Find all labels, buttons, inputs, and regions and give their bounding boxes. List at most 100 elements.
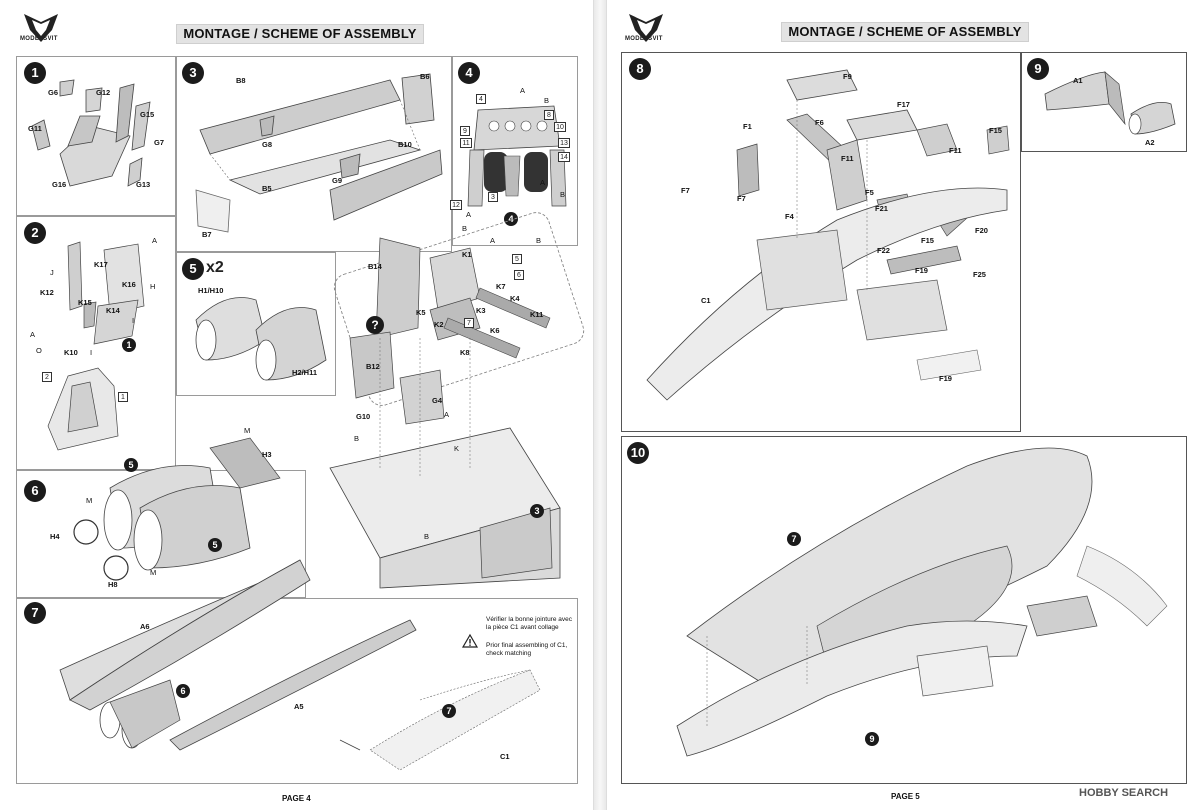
- step-2-label-a1: A: [152, 236, 158, 245]
- step-8-frame: [621, 52, 1021, 432]
- step-7-note-en: Prior final assembling of C1, check matc…: [486, 642, 568, 657]
- step-7-note-fr: Vérifier la bonne jointure avec la pièce…: [486, 616, 572, 631]
- step-4-label-b4: B: [536, 236, 542, 245]
- label-f15-mid: F15: [921, 236, 934, 245]
- label-c1-right: C1: [701, 296, 711, 305]
- label-f5: F5: [865, 188, 874, 197]
- step-4-instrument-panel-drawing: [467, 105, 567, 207]
- ref-box-5: 5: [512, 254, 522, 264]
- step-9-frame: [1021, 52, 1187, 152]
- step-10-ref-9: 9: [865, 732, 879, 746]
- step-5-number: 5: [182, 258, 204, 280]
- watermark-text: HOBBY SEARCH: [1079, 787, 1169, 799]
- step-1-frame: [16, 56, 176, 216]
- label-f20: F20: [975, 226, 988, 235]
- step-1-seat-drawing: [31, 79, 151, 187]
- header-bar-right: MONTAGE / SCHEME OF ASSEMBLY: [781, 22, 1029, 42]
- step-5-exhaust-drawing: [195, 297, 327, 381]
- ref-box-9: 9: [460, 126, 470, 136]
- label-k5: K5: [416, 308, 426, 317]
- label-a6: A6: [140, 622, 150, 631]
- step-10-frame: [621, 436, 1187, 784]
- page-5: MODELSVIT MONTAGE / SCHEME OF ASSEMBLY 8…: [606, 0, 1200, 810]
- label-k17: K17: [94, 260, 108, 269]
- label-b14: B14: [368, 262, 382, 271]
- label-g16: G16: [52, 180, 67, 189]
- step-5-multiplier: x2: [206, 259, 224, 276]
- label-g9: G9: [332, 176, 343, 185]
- step-4-label-a1: A: [520, 86, 526, 95]
- label-g15: G15: [140, 110, 155, 119]
- ref-box-14: 14: [558, 152, 570, 162]
- label-g7: G7: [154, 138, 165, 147]
- label-k8: K8: [460, 348, 470, 357]
- label-g12: G12: [96, 88, 111, 97]
- step-4-frame: [452, 56, 578, 246]
- step-4-label-a2: A: [540, 178, 546, 187]
- label-k6: K6: [490, 326, 500, 335]
- step-7-c1-detail-drawing: [339, 669, 541, 771]
- label-k12: K12: [40, 288, 54, 297]
- label-f11-mid: F11: [841, 154, 854, 163]
- step-4-label-a4: A: [490, 236, 496, 245]
- binding-gutter: [594, 0, 606, 810]
- step-10-final-assembly-drawing: [676, 447, 1168, 757]
- label-h3: H3: [262, 450, 272, 459]
- step-3-number: 3: [182, 62, 204, 84]
- label-f1: F1: [743, 122, 752, 131]
- label-f17: F17: [897, 100, 910, 109]
- label-h8: H8: [108, 580, 118, 589]
- step-2-label-o: O: [36, 346, 42, 355]
- label-g4: G4: [432, 396, 443, 405]
- label-f7-b: F7: [737, 194, 746, 203]
- ref-box-6: 6: [514, 270, 524, 280]
- warning-icon: [461, 633, 479, 648]
- cockpit-label-b1: B: [354, 434, 360, 443]
- ref-box-12: 12: [450, 200, 462, 210]
- label-c1-left: C1: [500, 752, 510, 761]
- step-7-ref-7: 7: [442, 704, 456, 718]
- cockpit-label-b2: B: [424, 532, 430, 541]
- label-b8: B8: [236, 76, 246, 85]
- brand-name: MODELSVIT: [20, 36, 58, 42]
- page-title: MONTAGE / SCHEME OF ASSEMBLY: [183, 26, 417, 41]
- step-6-label-m2: M: [86, 496, 93, 505]
- label-k11: K11: [530, 310, 544, 319]
- label-g8: G8: [262, 140, 273, 149]
- label-b6: B6: [420, 72, 430, 81]
- step-2-label-j: J: [50, 268, 54, 277]
- label-h2-h11: H2/H11: [292, 368, 318, 377]
- step-7-fuselage-drawing: [59, 559, 417, 751]
- label-g11: G11: [28, 124, 42, 133]
- step-4-number: 4: [458, 62, 480, 84]
- ref-box-7: 7: [464, 318, 474, 328]
- step-6-label-m1: M: [244, 426, 251, 435]
- label-f15-top: F15: [989, 126, 1002, 135]
- label-f4: F4: [785, 212, 794, 221]
- label-g10: G10: [356, 412, 371, 421]
- label-f25: F25: [973, 270, 986, 279]
- step-6-nozzle-drawing: [73, 437, 281, 581]
- page-number-left: PAGE 4: [282, 794, 311, 803]
- step-8-number: 8: [629, 58, 651, 80]
- step-4-label-a3: A: [466, 210, 472, 219]
- label-f22: F22: [877, 246, 890, 255]
- step-3-cockpit-tub-drawing: [195, 73, 443, 233]
- label-k14: K14: [106, 306, 120, 315]
- label-k1: K1: [462, 250, 472, 259]
- step-2-ejection-seat-drawing: [47, 241, 145, 451]
- label-f11-right: F11: [949, 146, 962, 155]
- ref-box-13: 13: [558, 138, 570, 148]
- step-2-label-h: H: [150, 282, 156, 291]
- cockpit-label-k: K: [454, 444, 460, 453]
- label-k15: K15: [78, 298, 92, 307]
- label-k3: K3: [476, 306, 486, 315]
- step-4-sub-number: 4: [504, 212, 518, 226]
- step-10-number: 10: [627, 442, 649, 464]
- label-h1-h10: H1/H10: [198, 286, 224, 295]
- label-k7: K7: [496, 282, 506, 291]
- label-a2: A2: [1145, 138, 1155, 147]
- label-k10: K10: [64, 348, 78, 357]
- label-h4: H4: [50, 532, 60, 541]
- step-10-ref-7: 7: [787, 532, 801, 546]
